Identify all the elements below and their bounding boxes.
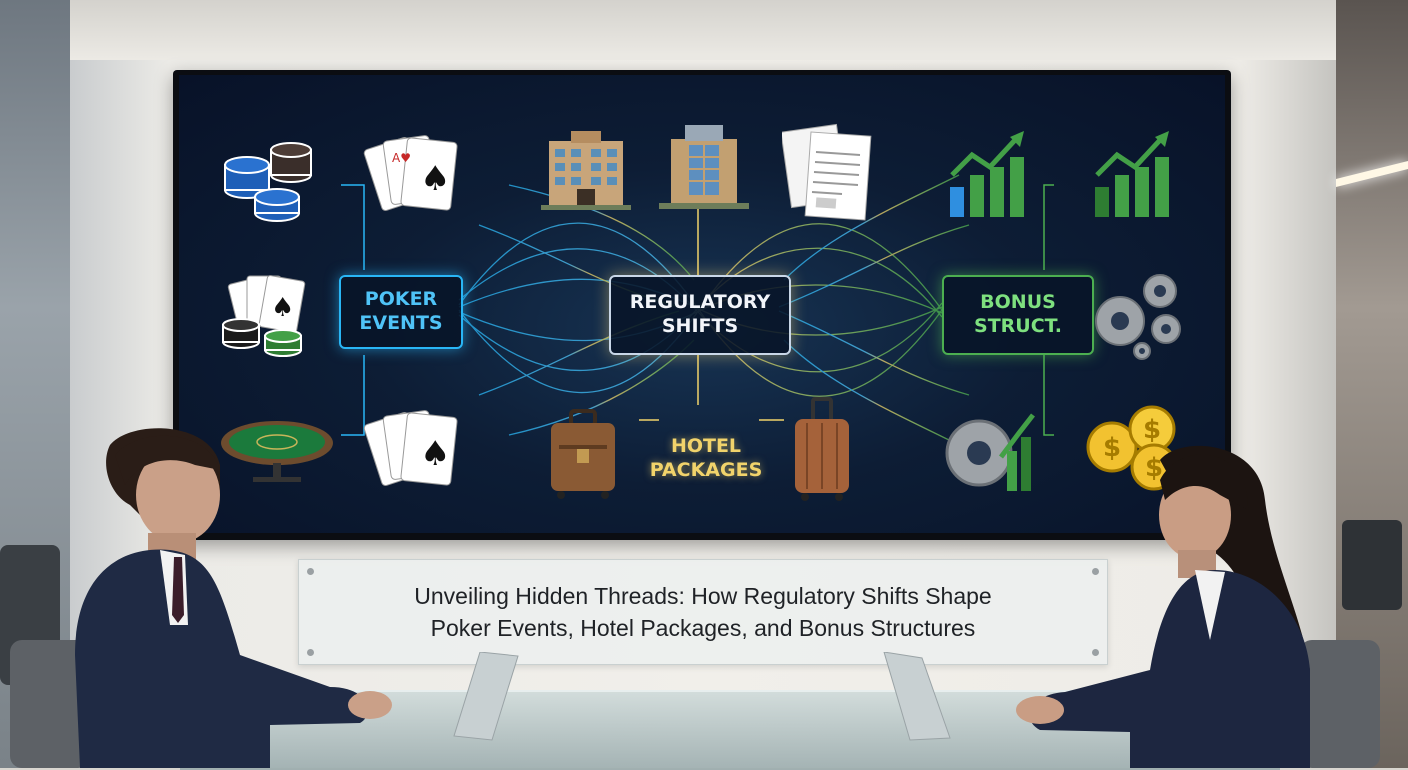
ceiling: [0, 0, 1408, 60]
poker-events-node: POKER EVENTS: [339, 275, 463, 349]
suitcase-icon: [795, 397, 849, 501]
svg-text:$: $: [1143, 415, 1161, 445]
chair: [1342, 520, 1402, 610]
svg-text:♠: ♠: [420, 159, 450, 199]
laptop: [453, 652, 519, 741]
caption-line-2: Poker Events, Hotel Packages, and Bonus …: [430, 615, 976, 641]
documents-icon: [782, 123, 872, 221]
svg-text:A♥: A♥: [392, 151, 411, 165]
hotel-building-icon: [659, 125, 749, 209]
suitcase-icon: [551, 409, 615, 499]
svg-text:♠: ♠: [271, 293, 294, 323]
chair: [10, 640, 90, 768]
playing-cards-icon: ♠ A♥: [363, 135, 458, 212]
caption-plaque: Unveiling Hidden Threads: How Regulatory…: [298, 559, 1108, 665]
wall-display: POKER EVENTS REGULATORY SHIFTS BONUS STR…: [173, 70, 1231, 540]
plaque-screw: [1092, 568, 1099, 575]
regulatory-shifts-label: REGULATORY SHIFTS: [629, 291, 771, 337]
chair: [1300, 640, 1380, 768]
man-silhouette: [75, 428, 392, 768]
growth-chart-icon: [1095, 131, 1169, 217]
plaque-screw: [307, 649, 314, 656]
bonus-structures-label: BONUS STRUCT.: [974, 291, 1062, 337]
gears-icon: [1095, 274, 1181, 360]
plaque-screw: [1092, 649, 1099, 656]
poker-events-label: POKER EVENTS: [359, 288, 443, 334]
regulatory-shifts-node: REGULATORY SHIFTS: [609, 275, 791, 355]
poker-table-icon: [221, 421, 333, 482]
gear-chart-icon: [945, 413, 1035, 491]
svg-text:$: $: [1103, 433, 1121, 463]
caption-title: Unveiling Hidden Threads: How Regulatory…: [414, 580, 991, 644]
poker-chips-icon: [224, 142, 312, 222]
woman-silhouette: [1016, 445, 1310, 768]
hotel-packages-label: HOTEL PACKAGES: [649, 435, 763, 481]
plaque-screw: [307, 568, 314, 575]
bonus-structures-node: BONUS STRUCT.: [942, 275, 1094, 355]
laptop: [883, 652, 951, 741]
svg-text:$: $: [1145, 453, 1163, 483]
caption-line-1: Unveiling Hidden Threads: How Regulatory…: [414, 582, 992, 609]
display-screen: POKER EVENTS REGULATORY SHIFTS BONUS STR…: [179, 75, 1225, 533]
svg-text:♠: ♠: [420, 434, 450, 474]
cards-and-chips-icon: ♠: [222, 275, 306, 357]
playing-cards-icon: ♠: [363, 410, 458, 487]
growth-chart-icon: [950, 131, 1024, 217]
hotel-building-icon: [541, 131, 631, 210]
